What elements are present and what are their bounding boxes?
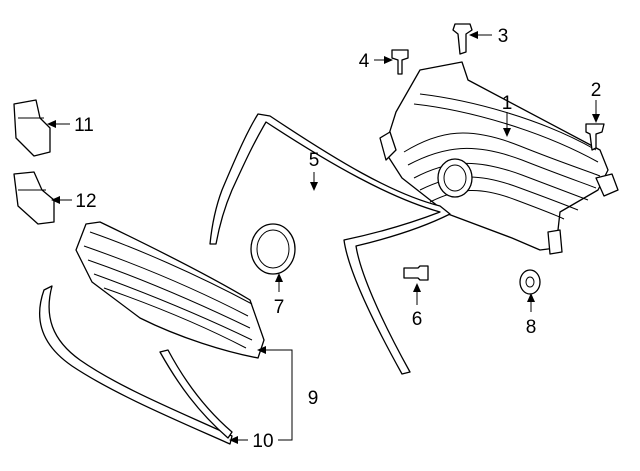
callout-1: 1 (502, 93, 513, 114)
callout-2: 2 (591, 80, 602, 101)
callout-11: 11 (74, 115, 94, 136)
callout-10: 10 (252, 431, 273, 452)
callout-labels: 1 2 3 4 5 6 7 8 9 10 11 12 (74, 26, 601, 452)
washer-8-part (519, 269, 541, 295)
callout-4: 4 (359, 51, 370, 72)
molding-10-part (38, 285, 233, 445)
callout-3: 3 (498, 26, 509, 47)
leader-9 (262, 349, 293, 398)
callout-7: 7 (274, 297, 285, 318)
screw-4-part (391, 49, 409, 75)
callout-12: 12 (75, 191, 96, 212)
bracket-11-part (13, 99, 51, 157)
leader-lines (47, 31, 600, 444)
emblem-7-part (250, 223, 296, 275)
clip-3-part (452, 23, 473, 55)
bolt-6-part (403, 265, 429, 281)
callout-5: 5 (309, 150, 320, 171)
molding-5-part (209, 113, 451, 375)
clip-2-part (585, 123, 605, 151)
callout-9: 9 (308, 388, 319, 409)
callout-8: 8 (526, 317, 537, 338)
upper-grille-part (379, 61, 619, 255)
bracket-12-part (13, 171, 55, 225)
lower-grille-9-part (75, 221, 265, 359)
callout-6: 6 (412, 309, 423, 330)
